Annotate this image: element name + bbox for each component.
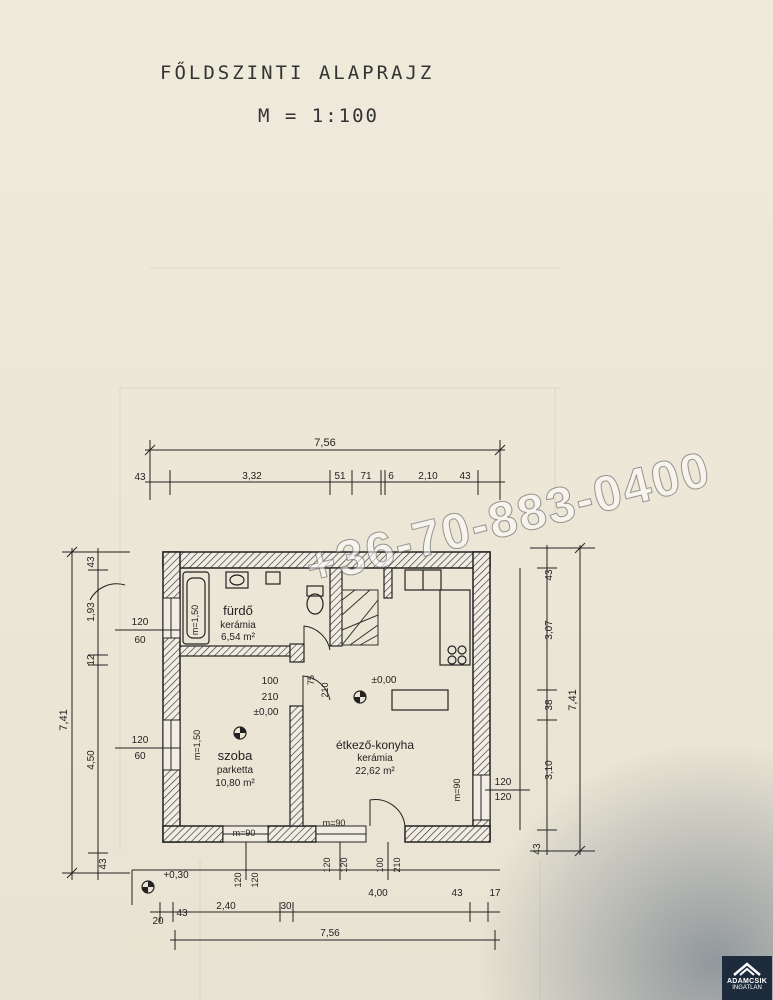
dim-bot-43b: 43: [451, 888, 463, 899]
background-lines: [119, 267, 560, 1000]
logo-sub: INGATLAN: [732, 985, 762, 991]
dim-right-43: 43: [544, 569, 555, 581]
win-bath-h: 60: [134, 635, 146, 646]
door-210b: 210: [320, 682, 330, 697]
win-bath-w: 120: [132, 617, 149, 628]
m90-room: m=90: [233, 828, 256, 838]
win-room-h: 60: [134, 751, 146, 762]
win-right-w: 120: [495, 777, 512, 788]
dim-bot-240: 2,40: [216, 901, 236, 912]
kitchen-floor: kerámia: [357, 753, 393, 764]
dim-right-43b: 43: [532, 843, 543, 855]
bath-floor: kerámia: [220, 620, 256, 631]
logo-name: ADAMCSIK: [726, 978, 768, 985]
dim-top-210: 2,10: [418, 471, 438, 482]
kitchen-level: ±0,00: [372, 675, 397, 686]
bath-area: 6,54 m²: [221, 632, 256, 643]
toilet: [306, 585, 324, 615]
level-markers: [141, 690, 367, 894]
kitchen-counter: [391, 569, 471, 711]
m90-kitchen: m=90: [323, 818, 346, 828]
bw1-120: 120: [233, 872, 243, 887]
dim-right-310: 3,10: [544, 760, 555, 780]
bathtub: [182, 571, 210, 645]
dim-bot-20: 20: [152, 916, 164, 927]
dim-left-193: 1,93: [86, 602, 97, 622]
bath-name: fürdő: [223, 603, 253, 618]
house-icon: [733, 962, 761, 976]
dim-right-38: 38: [544, 699, 555, 711]
dim-left-450: 4,50: [86, 750, 97, 770]
room-floor: parketta: [217, 765, 254, 776]
interior-walls: [179, 567, 393, 827]
dim-right-307: 3,07: [544, 620, 555, 640]
room-name: szoba: [218, 748, 253, 763]
bw2-120: 120: [322, 857, 332, 872]
dim-bot-total: 7,56: [320, 928, 340, 939]
bw3-210: 210: [392, 857, 402, 872]
dim-bot-43: 43: [176, 908, 188, 919]
bw1-120b: 120: [250, 872, 260, 887]
bw3-100: 100: [375, 857, 385, 872]
door-100: 100: [262, 676, 279, 687]
drawing-scale: M = 1:100: [258, 105, 379, 127]
door-level: ±0,00: [254, 707, 279, 718]
windows: [162, 597, 491, 843]
dim-top-6: 6: [388, 471, 394, 482]
dim-left-total: 7,41: [58, 709, 70, 730]
kitchen-name: étkező-konyha: [336, 738, 414, 752]
door-75: 75: [306, 675, 316, 685]
dim-top-332: 3,32: [242, 471, 262, 482]
win-room-w: 120: [132, 735, 149, 746]
stair-hatch: [341, 589, 379, 646]
dim-bot-30: 30: [280, 901, 292, 912]
m90-right: m=90: [452, 779, 462, 802]
boiler: [265, 571, 281, 585]
doors: [302, 625, 406, 827]
agency-logo: ADAMCSIK INGATLAN: [722, 956, 772, 1000]
dimension-lines: [62, 440, 595, 950]
dim-top-51: 51: [334, 471, 346, 482]
door-210: 210: [262, 692, 279, 703]
dim-left-43b: 43: [98, 858, 109, 870]
dim-left-12: 12: [86, 654, 97, 666]
dim-top-total: 7,56: [314, 437, 335, 449]
m150-room: m=1,50: [192, 730, 202, 760]
pavement-line: [131, 869, 500, 905]
dim-top-43a: 43: [134, 472, 146, 483]
dim-top-71: 71: [360, 471, 372, 482]
m150-bath: m=1,50: [190, 605, 200, 635]
room-area: 10,80 m²: [215, 778, 255, 789]
dim-left-43: 43: [86, 556, 97, 568]
kitchen-area: 22,62 m²: [355, 766, 395, 777]
dim-bot-400: 4,00: [368, 888, 388, 899]
dim-right-total: 7,41: [567, 689, 579, 710]
dim-bot-17: 17: [489, 888, 501, 899]
win-right-h: 120: [495, 792, 512, 803]
dim-top-43b: 43: [459, 471, 471, 482]
drawing-title: FŐLDSZINTI ALAPRAJZ: [160, 62, 435, 84]
bw2-120b: 120: [339, 857, 349, 872]
sink: [225, 571, 249, 589]
exterior-level: +0,30: [163, 870, 189, 881]
